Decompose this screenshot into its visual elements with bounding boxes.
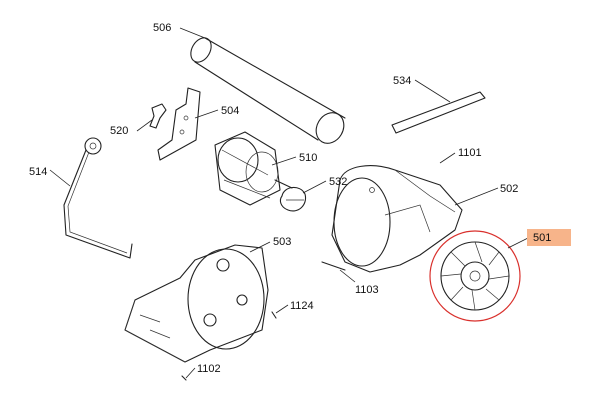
screw-1124 bbox=[271, 311, 277, 319]
callout-circle bbox=[429, 230, 521, 322]
part-514-idler-arm bbox=[63, 137, 133, 259]
label-506: 506 bbox=[153, 22, 171, 34]
part-504-bracket bbox=[157, 87, 201, 161]
leader-lines bbox=[49, 27, 531, 379]
label-502: 502 bbox=[500, 183, 518, 195]
label-504: 504 bbox=[221, 105, 239, 117]
part-510-motor bbox=[214, 131, 293, 206]
part-532-clamp bbox=[279, 186, 307, 212]
label-1101: 1101 bbox=[458, 147, 482, 159]
screw-1103 bbox=[321, 261, 346, 271]
part-520-clip bbox=[149, 103, 167, 129]
part-534-strip bbox=[391, 91, 486, 134]
part-503-rear-panel bbox=[124, 244, 269, 363]
screw-1102 bbox=[181, 375, 187, 381]
label-510: 510 bbox=[299, 152, 317, 164]
label-503: 503 bbox=[273, 236, 291, 248]
label-1103: 1103 bbox=[355, 284, 379, 296]
part-506-duct-tube bbox=[190, 37, 346, 144]
label-520: 520 bbox=[110, 125, 128, 137]
label-534: 534 bbox=[393, 75, 411, 87]
part-501-blower-wheel bbox=[429, 230, 521, 322]
part-502-fan-housing bbox=[331, 165, 463, 273]
label-532: 532 bbox=[329, 176, 347, 188]
label-1102: 1102 bbox=[197, 363, 221, 375]
label-1124: 1124 bbox=[290, 300, 314, 312]
label-501-highlight bbox=[527, 229, 571, 246]
label-501: 501 bbox=[533, 232, 551, 244]
fasteners bbox=[181, 261, 346, 381]
label-514: 514 bbox=[29, 166, 47, 178]
